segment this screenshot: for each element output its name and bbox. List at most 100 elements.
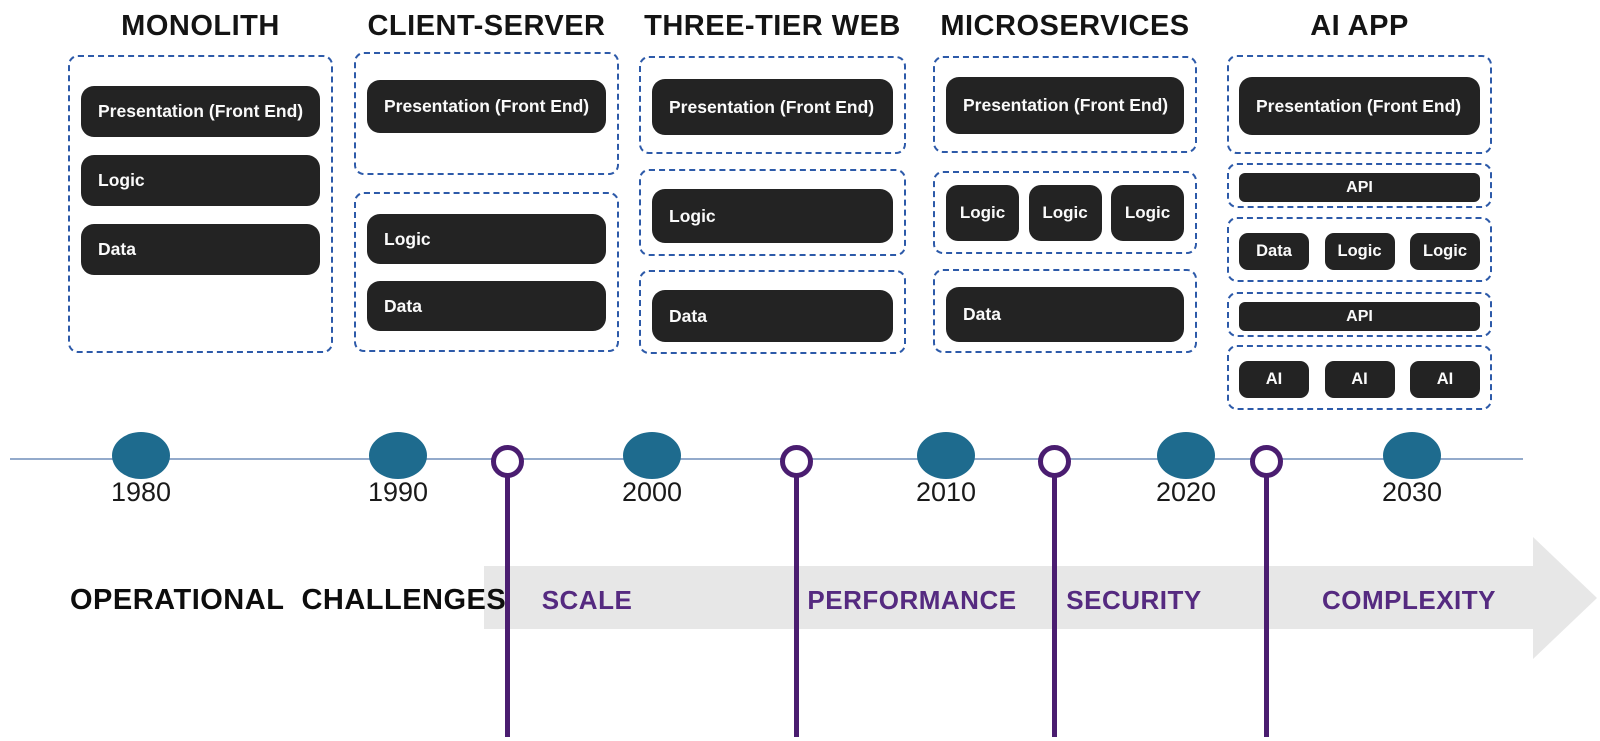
tier-box-label: Data: [1256, 242, 1292, 260]
tier-box-label: Logic: [1423, 242, 1467, 260]
architecture-column-ai-app: AI APP Presentation (Front End) API Data Log…: [1227, 0, 1492, 430]
tier-row: Data: [652, 290, 893, 342]
tier-group: Presentation (Front End): [933, 56, 1197, 153]
tier-row: Data Logic Logic: [1239, 233, 1480, 270]
tier-box-ai: AI: [1410, 361, 1480, 398]
challenge-label-complexity: COMPLEXITY: [1321, 585, 1496, 615]
challenge-arrow-head: [1533, 537, 1597, 659]
timeline-year-label: 2000: [621, 477, 683, 507]
tier-box-data: Data: [81, 224, 320, 275]
tier-box-logic: Logic: [1111, 185, 1184, 241]
tier-box-label: Logic: [1337, 242, 1382, 260]
tier-box-label: Data: [669, 305, 707, 326]
tier-box-data: Data: [367, 281, 606, 331]
tier-box-presentation-front-end: Presentation (Front End): [81, 86, 320, 137]
tier-box-logic: Logic: [946, 185, 1019, 241]
tier-group: Logic: [639, 169, 906, 256]
timeline-year-label: 2020: [1155, 477, 1217, 507]
challenges-heading: OPERATIONAL CHALLENGES: [70, 584, 507, 616]
tier-row: API: [1239, 173, 1480, 202]
tier-box-data: Data: [652, 290, 893, 342]
tier-group: Logic Logic Logic: [933, 171, 1197, 254]
tier-box-logic: Logic: [367, 214, 606, 264]
tier-box-label: Presentation (Front End): [384, 96, 590, 116]
timeline-era-dot: [917, 431, 975, 479]
tier-row: Logic: [81, 155, 320, 206]
milestone-connector-line: [1051, 461, 1057, 737]
tier-box-label: AI: [1351, 370, 1368, 388]
tier-box-logic: Logic: [1324, 233, 1395, 270]
tier-group: Data: [933, 269, 1197, 353]
tier-row: Presentation (Front End): [946, 77, 1184, 134]
tier-box-label: Presentation (Front End): [963, 95, 1169, 115]
tier-box-presentation-front-end: Presentation (Front End): [946, 77, 1184, 134]
tier-box-presentation-front-end: Presentation (Front End): [1239, 77, 1480, 135]
tier-box-label: Data: [963, 304, 1001, 324]
tier-group: Presentation (Front End): [1227, 55, 1492, 154]
milestone-connector-line: [504, 461, 510, 737]
tier-box-ai: AI: [1324, 361, 1395, 398]
tier-box-label: Data: [98, 239, 136, 259]
timeline-milestone-ring: [490, 444, 524, 478]
tier-row: Data: [81, 224, 320, 275]
timeline-era-dot: [1157, 431, 1215, 479]
tier-group: Presentation (Front End): [354, 52, 619, 175]
milestone-connector-line: [793, 461, 799, 737]
architecture-title: THREE-TIER WEB: [644, 10, 901, 42]
architecture-title: AI APP: [1310, 10, 1409, 42]
tier-row: Logic: [367, 214, 606, 264]
tier-box-label: Logic: [1042, 203, 1088, 222]
timeline-year-label: 1980: [110, 477, 172, 507]
timeline-era-dot: [623, 431, 681, 479]
tier-row: Presentation (Front End): [81, 86, 320, 137]
tier-box-label: API: [1346, 178, 1373, 196]
tier-box-label: Data: [384, 295, 422, 316]
tier-box-label: Logic: [384, 228, 431, 249]
timeline-milestone-ring: [779, 444, 813, 478]
tier-group: API: [1227, 163, 1492, 208]
challenge-label-scale: SCALE: [541, 585, 633, 615]
tier-row: Presentation (Front End): [652, 79, 893, 135]
tier-box-data: Data: [1239, 233, 1309, 270]
tier-box-label: Presentation (Front End): [669, 96, 875, 117]
tier-group: Data Logic Logic: [1227, 217, 1492, 282]
api-box: API: [1239, 302, 1480, 331]
architecture-column-three-tier-web: THREE-TIER WEB Presentation (Front End) Lo…: [639, 0, 906, 430]
milestone-connector-line: [1263, 461, 1269, 737]
challenge-label-performance: PERFORMANCE: [807, 585, 1017, 615]
timeline-milestone-ring: [1249, 444, 1283, 478]
tier-box-label: AI: [1265, 370, 1283, 388]
tier-box-data: Data: [946, 287, 1184, 342]
timeline-year-label: 1990: [367, 477, 429, 507]
tier-box-logic: Logic: [81, 155, 320, 206]
challenge-label-security: SECURITY: [1066, 585, 1202, 615]
tier-box-logic: Logic: [1028, 185, 1102, 241]
challenge-arrow-shaft: [484, 566, 1534, 629]
tier-box-label: Presentation (Front End): [98, 101, 304, 121]
timeline-era-dot: [369, 431, 427, 479]
tier-box-label: Logic: [669, 205, 716, 226]
timeline-year-label: 2030: [1381, 477, 1443, 507]
tier-box-logic: Logic: [652, 189, 893, 243]
tier-row: Data: [367, 281, 606, 331]
tier-row: API: [1239, 302, 1480, 331]
timeline-era-dot: [1383, 431, 1441, 479]
architecture-title: MICROSERVICES: [940, 10, 1190, 42]
tier-box-ai: AI: [1239, 361, 1309, 398]
tier-box-presentation-front-end: Presentation (Front End): [652, 79, 893, 135]
tier-row: Logic: [652, 189, 893, 243]
tier-row: Presentation (Front End): [367, 80, 606, 133]
tier-row: AI AI AI: [1239, 361, 1480, 398]
tier-box-label: AI: [1436, 370, 1454, 388]
timeline-era-dot: [112, 431, 170, 479]
architecture-column-microservices: MICROSERVICES Presentation (Front End) Log…: [933, 0, 1197, 430]
tier-box-label: Logic: [1124, 203, 1171, 222]
timeline-year-label: 2010: [915, 477, 977, 507]
tier-box-presentation-front-end: Presentation (Front End): [367, 80, 606, 133]
tier-box-label: API: [1346, 307, 1373, 325]
api-box: API: [1239, 173, 1480, 202]
